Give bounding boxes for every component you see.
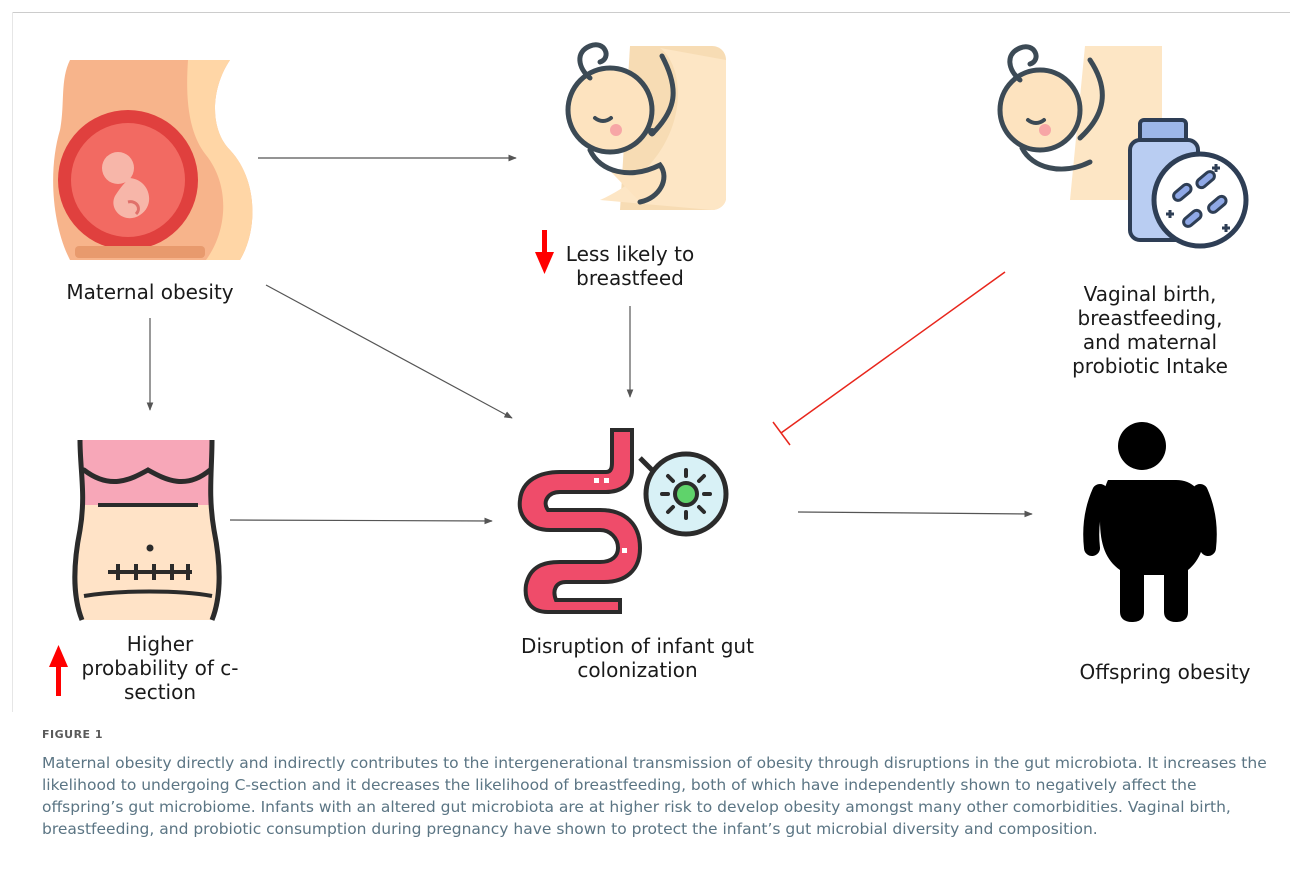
up-arrow-icon	[49, 645, 68, 696]
c-section-scar-icon	[75, 440, 219, 620]
arrow-obesity-to-gut	[266, 285, 512, 418]
arrow-gut-to-offspring	[798, 512, 1032, 514]
figure-caption: Maternal obesity directly and indirectly…	[42, 752, 1267, 840]
label-breastfeed: Less likely to breastfeed	[560, 242, 700, 290]
breastfeeding-baby-icon	[568, 45, 726, 210]
label-offspring-obesity: Offspring obesity	[1060, 660, 1270, 684]
inhibition-line	[773, 272, 1005, 445]
person-silhouette-icon	[1091, 422, 1208, 622]
arrows	[150, 158, 1032, 521]
arrow-csection-to-gut	[230, 520, 492, 521]
label-csection: Higher probability of c-section	[80, 632, 240, 704]
label-maternal-obesity: Maternal obesity	[40, 280, 260, 304]
down-arrow-icon	[535, 230, 554, 274]
intestine-microbe-icon	[520, 430, 726, 612]
label-protective-factors: Vaginal birth, breastfeeding, and matern…	[1060, 282, 1240, 378]
pregnant-woman-icon	[53, 60, 252, 260]
figure-tag: FIGURE 1	[42, 728, 103, 741]
label-gut-disruption: Disruption of infant gut colonization	[505, 634, 770, 682]
probiotic-bottle-icon	[1000, 46, 1246, 246]
